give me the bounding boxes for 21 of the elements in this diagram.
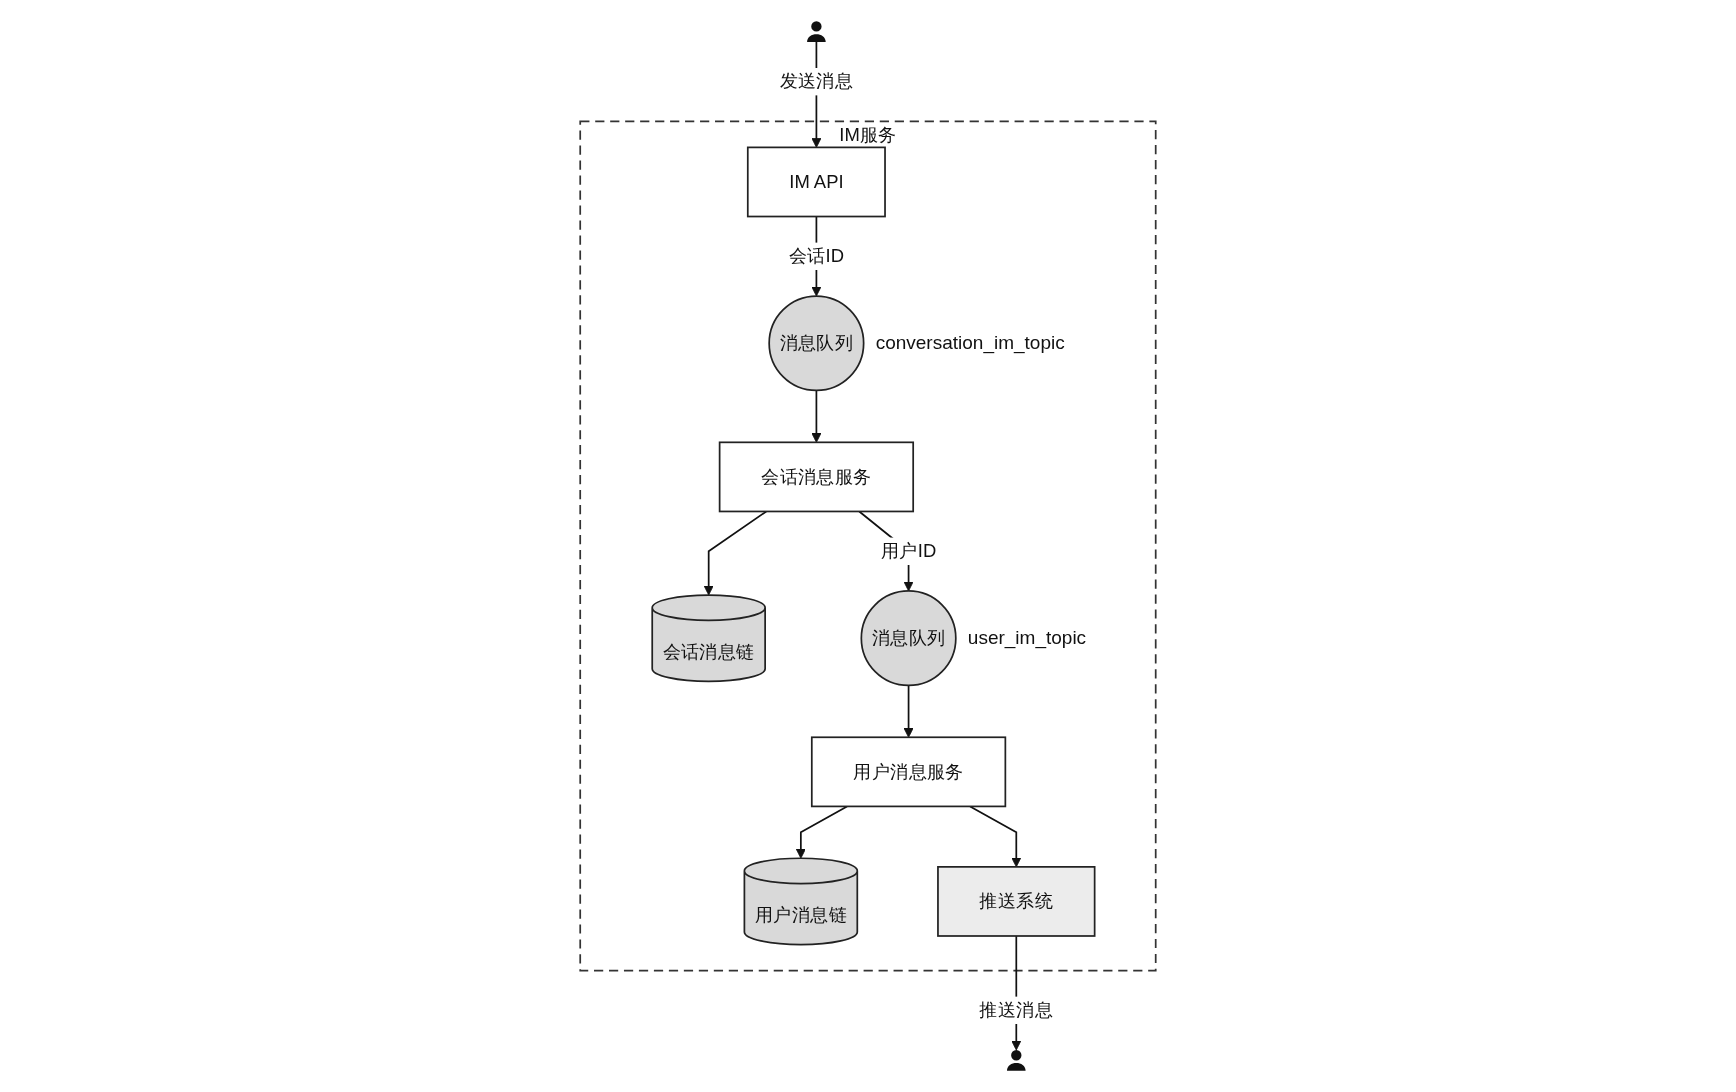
- edge-label: 发送消息: [779, 71, 854, 91]
- storage-cylinder: 用户消息链: [743, 857, 859, 946]
- arrow: [703, 510, 768, 596]
- topic-label: user_im_topic: [967, 626, 1087, 650]
- service-box: IM API: [746, 146, 886, 218]
- edge-label: 推送消息: [979, 999, 1054, 1020]
- queue-circle: 消息队列: [768, 295, 865, 392]
- edge-label: 用户ID: [880, 540, 937, 561]
- arrow: [903, 684, 914, 738]
- arrow: [969, 805, 1022, 868]
- arrow: [811, 389, 822, 443]
- topic-label: conversation_im_topic: [875, 331, 1065, 355]
- service-box: 会话消息服务: [718, 441, 915, 513]
- arrow: [795, 805, 848, 859]
- storage-cylinder: 会话消息链: [651, 594, 767, 683]
- person-icon: [807, 21, 826, 42]
- person-icon: [1007, 1050, 1026, 1071]
- service-box: 推送系统: [937, 866, 1096, 937]
- service-box: 用户消息服务: [810, 736, 1007, 808]
- edge-label: 会话ID: [788, 245, 845, 266]
- queue-circle: 消息队列: [860, 590, 957, 687]
